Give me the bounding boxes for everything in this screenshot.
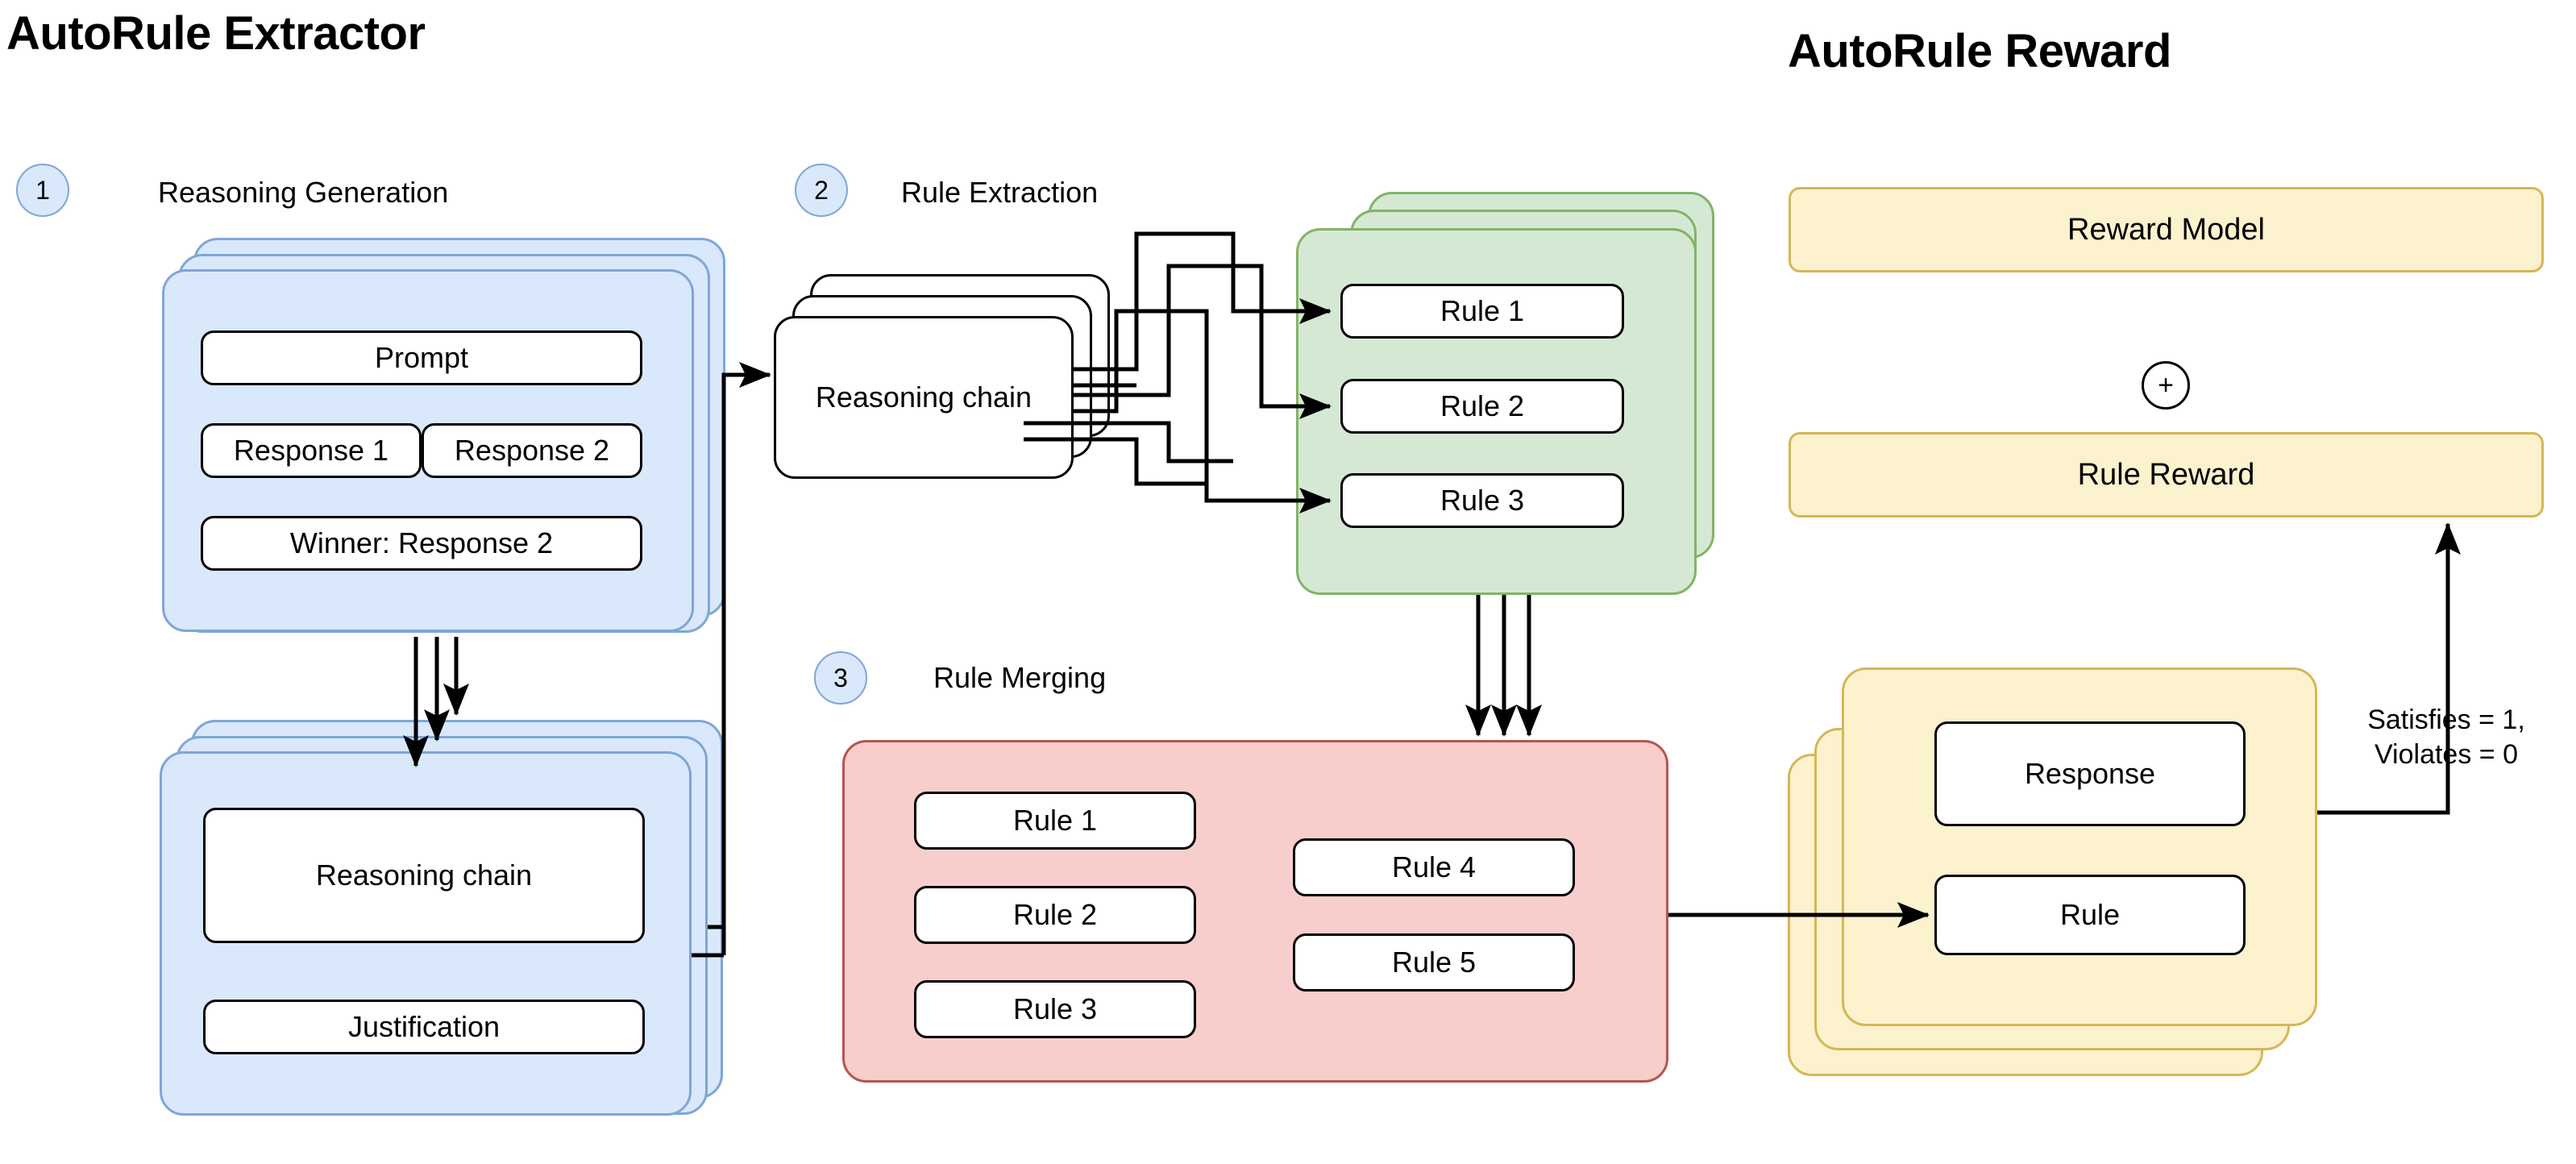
reward-rule-box: Rule bbox=[1934, 875, 2246, 955]
reward-model-box: Reward Model bbox=[1789, 187, 2544, 272]
merged-rule-4-box: Rule 4 bbox=[1293, 838, 1575, 896]
merged-rule-2-box: Rule 2 bbox=[914, 886, 1196, 944]
justification-box: Justification bbox=[203, 1000, 645, 1054]
prompt-box: Prompt bbox=[201, 330, 642, 385]
winner-box: Winner: Response 2 bbox=[201, 516, 642, 571]
arrow-chain-to-rule1-a bbox=[1074, 231, 1332, 372]
green-rule-2-box: Rule 2 bbox=[1340, 379, 1624, 434]
step-badge-3-number: 3 bbox=[833, 663, 848, 692]
step-badge-1-number: 1 bbox=[35, 175, 50, 205]
green-rule-1-box: Rule 1 bbox=[1340, 284, 1624, 339]
step-badge-2: 2 bbox=[795, 164, 848, 217]
edge-label-satisfies-violates: Satisfies = 1, Violates = 0 bbox=[2329, 703, 2563, 771]
plus-icon: + bbox=[2142, 361, 2190, 409]
arrow-chain-to-rule2-a bbox=[1074, 264, 1332, 419]
arrow-chain-to-step2 bbox=[721, 361, 772, 955]
arrow-chain-to-rule3-a bbox=[1074, 309, 1332, 513]
reasoning-chain-stack-label: Reasoning chain bbox=[815, 380, 1032, 414]
step-badge-1: 1 bbox=[16, 164, 69, 217]
merged-rule-1-box: Rule 1 bbox=[914, 792, 1196, 850]
response-1-box: Response 1 bbox=[201, 423, 422, 478]
page-title-extractor: AutoRule Extractor bbox=[6, 7, 426, 60]
response-2-box: Response 2 bbox=[422, 423, 642, 478]
step-label-rule-merging: Rule Merging bbox=[933, 661, 1107, 694]
step-badge-3: 3 bbox=[814, 651, 867, 705]
merged-rule-5-box: Rule 5 bbox=[1293, 933, 1575, 991]
reward-response-box: Response bbox=[1934, 721, 2246, 826]
step-label-rule-extraction: Rule Extraction bbox=[901, 176, 1099, 209]
edge-label-line-1: Satisfies = 1, bbox=[2367, 705, 2525, 735]
reasoning-chain-box: Reasoning chain bbox=[203, 808, 645, 943]
rule-reward-box: Rule Reward bbox=[1789, 432, 2544, 518]
step-badge-2-number: 2 bbox=[814, 175, 829, 205]
edge-label-line-2: Violates = 0 bbox=[2374, 738, 2518, 770]
green-rule-3-box: Rule 3 bbox=[1340, 473, 1624, 528]
page-title-reward: AutoRule Reward bbox=[1788, 25, 2171, 77]
step-label-reasoning-generation: Reasoning Generation bbox=[158, 176, 449, 209]
merged-rule-3-box: Rule 3 bbox=[914, 980, 1196, 1038]
